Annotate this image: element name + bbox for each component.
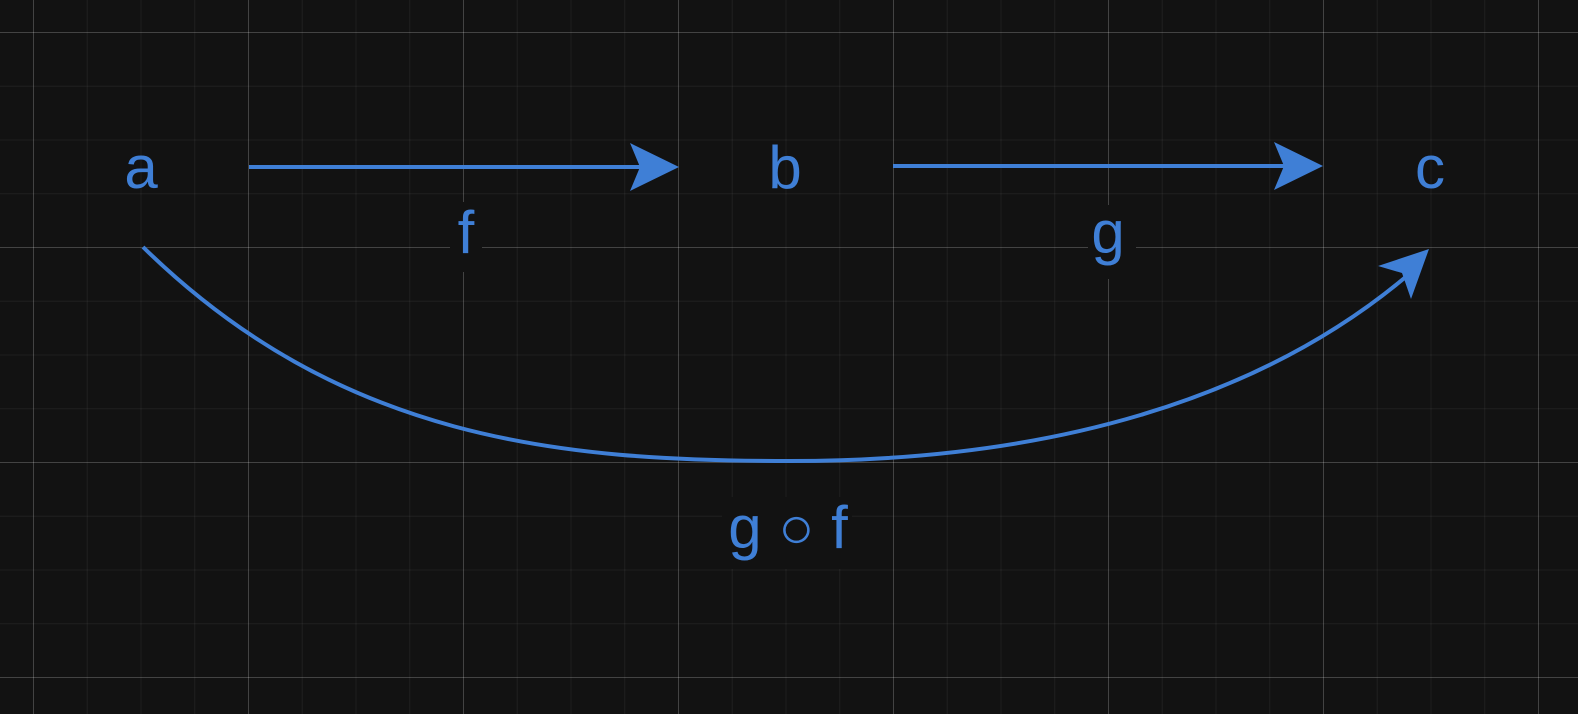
node-c[interactable]: c xyxy=(1415,134,1445,201)
label-f-background xyxy=(450,202,482,272)
label-gf-background xyxy=(722,497,852,569)
arrow-gf-head xyxy=(1378,249,1429,299)
arrow-g[interactable] xyxy=(893,142,1323,190)
node-a[interactable]: a xyxy=(124,134,158,201)
label-g-background xyxy=(1088,205,1136,279)
arrow-f-head xyxy=(630,143,679,191)
node-b[interactable]: b xyxy=(768,134,801,201)
arrow-g-label: g xyxy=(1091,199,1124,266)
arrow-f-label: f xyxy=(458,199,475,266)
arrow-gf-curve xyxy=(141,245,1410,464)
arrow-gf-label: g ○ f xyxy=(728,494,848,561)
arrow-g-head xyxy=(1274,142,1323,190)
arrow-f[interactable] xyxy=(249,143,679,191)
arrow-g-compose-f[interactable] xyxy=(141,245,1429,464)
